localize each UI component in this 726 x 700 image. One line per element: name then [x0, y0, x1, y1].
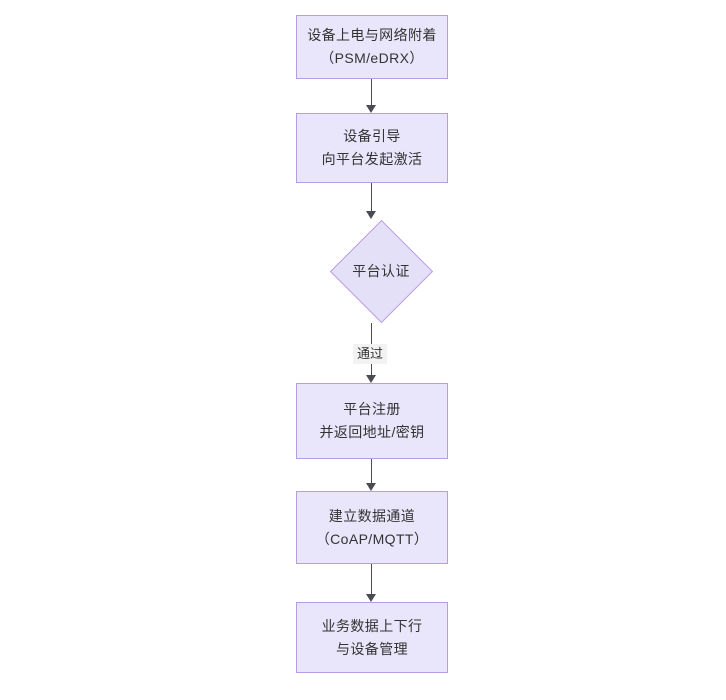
edge-label-auth-pass: 通过 [353, 344, 388, 364]
flow-node-register[interactable]: 平台注册 并返回地址/密钥 [296, 383, 448, 459]
flow-node-power-on-line-1: 设备上电与网络附着 [307, 27, 437, 43]
flow-node-data-exchange[interactable]: 业务数据上下行 与设备管理 [296, 602, 448, 673]
flow-node-channel-line-1: 建立数据通道 [328, 507, 416, 524]
connector-channel-to-data-exchange [371, 564, 372, 595]
flow-node-data-exchange-line-2: 与设备管理 [336, 640, 408, 657]
connector-power-on-to-bootstrap [371, 79, 372, 106]
arrowhead-channel-to-data-exchange [366, 594, 376, 602]
flow-node-power-on[interactable]: 设备上电与网络附着 （PSM/eDRX） [296, 15, 448, 79]
flow-node-register-line-1: 平台注册 [343, 401, 401, 417]
arrowhead-power-on-to-bootstrap [366, 105, 376, 113]
flow-node-channel[interactable]: 建立数据通道 （CoAP/MQTT） [296, 491, 448, 564]
flow-node-bootstrap-line-1: 设备引导 [343, 128, 401, 144]
flow-node-data-exchange-line-1: 业务数据上下行 [321, 617, 423, 634]
flow-node-bootstrap[interactable]: 设备引导 向平台发起激活 [296, 113, 448, 183]
arrowhead-register-to-channel [366, 483, 376, 491]
flow-node-auth-decision[interactable]: 平台认证 [324, 219, 438, 323]
flow-node-channel-line-2: （CoAP/MQTT） [315, 530, 429, 547]
flow-node-auth-label: 平台认证 [352, 263, 410, 279]
arrowhead-bootstrap-to-auth [366, 211, 376, 219]
flow-node-register-line-2: 并返回地址/密钥 [319, 424, 425, 440]
connector-bootstrap-to-auth [371, 183, 372, 212]
arrowhead-auth-to-register [366, 375, 376, 383]
flow-node-bootstrap-line-2: 向平台发起激活 [321, 151, 423, 167]
connector-register-to-channel [371, 459, 372, 484]
flow-node-power-on-line-2: （PSM/eDRX） [320, 50, 424, 66]
